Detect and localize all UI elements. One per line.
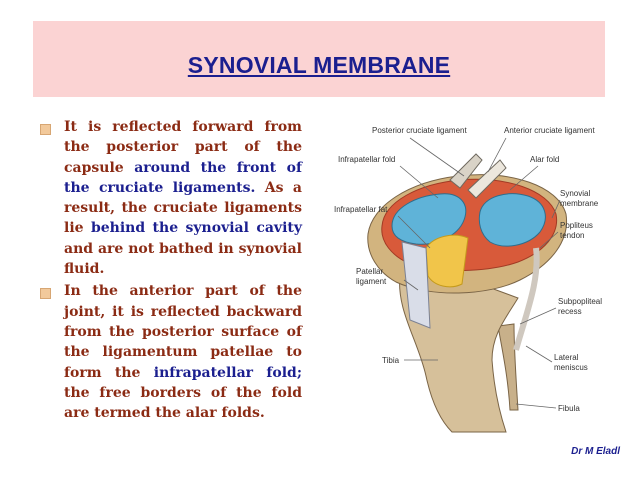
label-fibula: Fibula	[558, 404, 580, 413]
label-lateral: Lateral	[554, 353, 579, 362]
bullet-text-run: It is reflected forward from the posteri…	[64, 119, 302, 176]
author-credit: Dr M Eladl	[571, 446, 620, 457]
label-infrapatellar-fat: Infrapatellar fat	[334, 205, 388, 214]
title-band: SYNOVIAL MEMBRANE	[33, 21, 605, 97]
highlighted-text: infrapatellar fold;	[153, 364, 302, 381]
bullet-text-run: In the anterior part of the joint, it is…	[64, 283, 302, 381]
bullet-list: It is reflected forward from the posteri…	[40, 117, 302, 425]
patellar-ligament-shape	[401, 241, 431, 329]
bullet-text-run: As a result, the cruciate ligaments lie	[64, 179, 302, 237]
infrapatellar-fat-pad	[425, 234, 469, 288]
label-tibia: Tibia	[382, 356, 400, 365]
bullet-text-run: and are not bathed in synovial fluid.	[64, 240, 302, 278]
label-pcl: Posterior cruciate ligament	[372, 126, 467, 135]
label-alar-fold: Alar fold	[530, 155, 559, 164]
label-infrapatellar-fold: Infrapatellar fold	[338, 155, 395, 164]
label-membrane: membrane	[560, 199, 599, 208]
medial-articular-surface	[391, 193, 467, 245]
label-synovial: Synovial	[560, 189, 590, 198]
label-acl: Anterior cruciate ligament	[504, 126, 595, 135]
label-recess: recess	[558, 307, 582, 316]
highlighted-text: around the front of the cruciate ligamen…	[64, 159, 302, 196]
posterior-cruciate-ligament	[449, 153, 483, 189]
bullet-text-run: the free borders of the fold are termed …	[64, 384, 302, 422]
bullet-square-icon	[40, 288, 51, 300]
label-patellar: Patellar	[356, 267, 383, 276]
bullet-item: It is reflected forward from the posteri…	[40, 117, 302, 279]
lateral-articular-surface	[478, 193, 546, 247]
knee-joint-figure: Posterior cruciate ligament Anterior cru…	[334, 126, 602, 433]
label-ligament: ligament	[356, 277, 387, 286]
highlighted-text: behind the synovial cavity	[90, 220, 302, 237]
label-popliteus: Popliteus	[560, 221, 593, 230]
bullet-text: In the anterior part of the joint, it is…	[64, 283, 302, 421]
bullet-item: In the anterior part of the joint, it is…	[40, 281, 302, 423]
slide-title: SYNOVIAL MEMBRANE	[187, 52, 451, 78]
bullet-text: It is reflected forward from the posteri…	[64, 119, 302, 277]
fibula-bone	[497, 323, 519, 411]
label-tendon: tendon	[560, 231, 584, 240]
popliteus-tendon-shape	[513, 247, 540, 351]
label-meniscus: meniscus	[554, 363, 588, 372]
label-subpopliteal: Subpopliteal	[558, 297, 602, 306]
bullet-square-icon	[40, 124, 51, 135]
